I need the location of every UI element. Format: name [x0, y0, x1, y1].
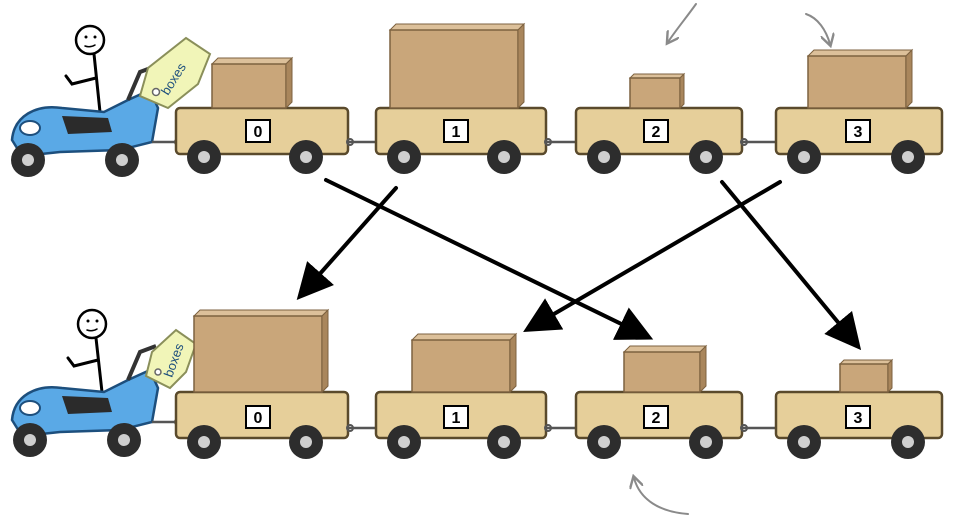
cargo-box	[192, 308, 330, 394]
cargo-box	[410, 332, 518, 394]
arrow-1-to-0	[296, 186, 398, 300]
cargo-box	[838, 358, 894, 394]
scooter	[10, 344, 182, 457]
permutation-arrows	[296, 178, 862, 351]
wagon-label: 2	[652, 410, 661, 427]
arrow-2-to-3	[720, 180, 862, 351]
arrow-0-to-2	[324, 178, 654, 340]
wagon-1: 1	[374, 22, 548, 174]
curl-arrow	[634, 478, 689, 515]
boxes-tag: boxes	[138, 36, 212, 110]
curl-arrows	[634, 3, 830, 515]
wagon-label: 3	[854, 124, 863, 141]
boxes-tag: boxes	[144, 328, 198, 390]
wagon-label: 0	[254, 410, 263, 427]
curl-arrow	[668, 3, 697, 42]
cargo-box	[622, 344, 708, 394]
wagon-label: 1	[452, 410, 461, 427]
wagon-label: 0	[254, 124, 263, 141]
wagon-label: 3	[854, 410, 863, 427]
bottom-train: boxes 0 1	[10, 308, 944, 459]
wagon-3: 3	[774, 48, 944, 174]
wagon-2: 2	[574, 72, 744, 174]
wagon-3: 3	[774, 358, 944, 459]
cargo-box	[388, 22, 526, 110]
wagon-label: 2	[652, 124, 661, 141]
cargo-box	[628, 72, 686, 110]
scooter	[10, 64, 182, 177]
wagon-2: 2	[574, 344, 744, 459]
cargo-box	[210, 56, 294, 110]
wagon-1: 1	[374, 332, 548, 459]
cargo-box	[806, 48, 914, 110]
curl-arrow	[805, 13, 830, 44]
wagon-label: 1	[452, 124, 461, 141]
wagon-0: 0	[174, 308, 350, 459]
arrow-3-to-1	[523, 180, 782, 333]
wagon-0: 0	[174, 56, 350, 174]
top-train: boxes 0 1	[10, 22, 944, 177]
